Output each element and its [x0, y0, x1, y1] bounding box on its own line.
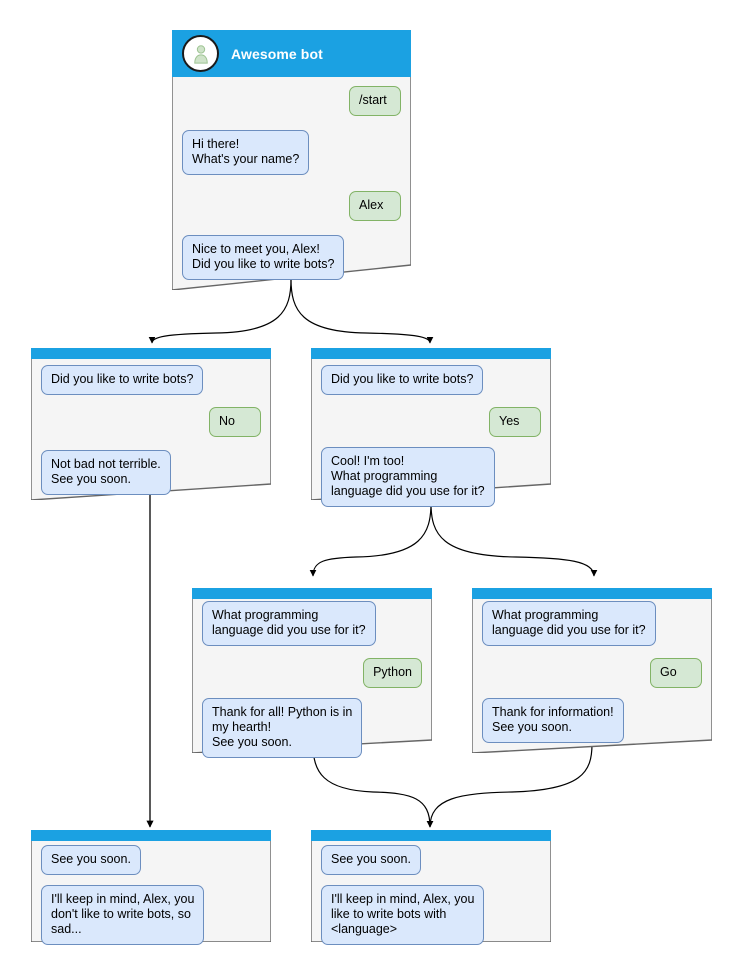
node-end-sad-messages: See you soon. I'll keep in mind, Alex, y… — [31, 845, 271, 955]
message-row: I'll keep in mind, Alex, you don't like … — [31, 885, 271, 945]
node-end-happy-messages: See you soon. I'll keep in mind, Alex, y… — [311, 845, 551, 955]
edge-go-to-end-happy — [426, 743, 593, 828]
message-row: No — [31, 407, 271, 437]
user-message-bubble: Python — [363, 658, 422, 688]
message-row: See you soon. — [31, 845, 271, 875]
avatar — [182, 35, 219, 72]
user-message-bubble: No — [209, 407, 261, 437]
bot-message-bubble: What programming language did you use fo… — [482, 601, 656, 646]
bot-message-bubble: Not bad not terrible. See you soon. — [41, 450, 171, 495]
node-no-branch-titlebar — [31, 348, 271, 359]
node-python-branch[interactable]: What programming language did you use fo… — [192, 588, 432, 758]
bot-name-label: Awesome bot — [231, 45, 323, 62]
bot-message-bubble: What programming language did you use fo… — [202, 601, 376, 646]
message-row: Python — [192, 658, 432, 688]
user-message-bubble: Alex — [349, 191, 401, 221]
bot-message-bubble: See you soon. — [321, 845, 421, 875]
message-row: See you soon. — [311, 845, 551, 875]
user-message-bubble: /start — [349, 86, 401, 116]
message-row: Go — [472, 658, 712, 688]
node-no-branch-messages: Did you like to write bots? No Not bad n… — [31, 365, 271, 505]
node-python-branch-messages: What programming language did you use fo… — [192, 601, 432, 768]
node-yes-branch[interactable]: Did you like to write bots? Yes Cool! I'… — [311, 348, 551, 507]
message-row: Cool! I'm too! What programming language… — [311, 447, 551, 507]
bot-message-bubble: Thank for all! Python is in my hearth! S… — [202, 698, 363, 758]
bot-message-bubble: I'll keep in mind, Alex, you don't like … — [41, 885, 205, 945]
person-icon — [193, 44, 208, 64]
node-go-branch[interactable]: What programming language did you use fo… — [472, 588, 712, 753]
bot-message-bubble: Did you like to write bots? — [321, 365, 484, 395]
bot-message-bubble: I'll keep in mind, Alex, you like to wri… — [321, 885, 485, 945]
node-yes-branch-titlebar — [311, 348, 551, 359]
user-message-bubble: Yes — [489, 407, 541, 437]
user-message-bubble: Go — [650, 658, 702, 688]
node-go-branch-messages: What programming language did you use fo… — [472, 601, 712, 753]
message-row: I'll keep in mind, Alex, you like to wri… — [311, 885, 551, 945]
node-python-branch-titlebar — [192, 588, 432, 599]
node-yes-branch-messages: Did you like to write bots? Yes Cool! I'… — [311, 365, 551, 517]
message-row: Hi there! What's your name? — [172, 130, 411, 175]
bot-message-bubble: See you soon. — [41, 845, 141, 875]
bot-message-bubble: Did you like to write bots? — [41, 365, 204, 395]
node-go-branch-titlebar — [472, 588, 712, 599]
node-end-happy-titlebar — [311, 830, 551, 841]
node-end-happy[interactable]: See you soon. I'll keep in mind, Alex, y… — [311, 830, 551, 945]
bot-message-bubble: Hi there! What's your name? — [182, 130, 310, 175]
bot-message-bubble: Cool! I'm too! What programming language… — [321, 447, 495, 507]
node-no-branch[interactable]: Did you like to write bots? No Not bad n… — [31, 348, 271, 500]
message-row: Did you like to write bots? — [311, 365, 551, 395]
bot-message-bubble: Nice to meet you, Alex! Did you like to … — [182, 235, 345, 280]
message-row: Alex — [172, 191, 411, 221]
node-end-sad-titlebar — [31, 830, 271, 841]
message-row: Yes — [311, 407, 551, 437]
message-row: Thank for all! Python is in my hearth! S… — [192, 698, 432, 758]
node-root-titlebar: Awesome bot — [172, 30, 411, 77]
node-root-messages: /start Hi there! What's your name? Alex … — [172, 86, 411, 290]
node-end-sad[interactable]: See you soon. I'll keep in mind, Alex, y… — [31, 830, 271, 945]
message-row: Thank for information! See you soon. — [472, 698, 712, 743]
message-row: Not bad not terrible. See you soon. — [31, 450, 271, 495]
message-row: What programming language did you use fo… — [472, 601, 712, 646]
bot-message-bubble: Thank for information! See you soon. — [482, 698, 624, 743]
message-row: Nice to meet you, Alex! Did you like to … — [172, 235, 411, 280]
message-row: /start — [172, 86, 411, 116]
message-row: Did you like to write bots? — [31, 365, 271, 395]
node-root[interactable]: Awesome bot /start Hi there! What's your… — [172, 30, 411, 290]
message-row: What programming language did you use fo… — [192, 601, 432, 646]
